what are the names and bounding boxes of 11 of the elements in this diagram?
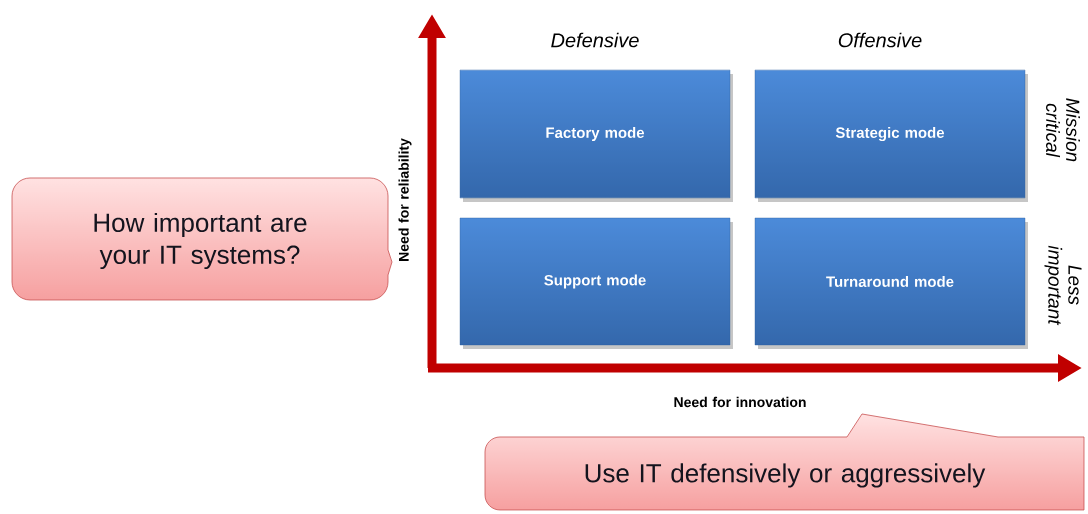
row-heading: Mission critical xyxy=(1046,98,1080,162)
mode-box: Support mode xyxy=(459,217,733,349)
row-heading: Less important xyxy=(1044,245,1082,326)
mode-box: Factory mode xyxy=(459,69,733,202)
mode-box: Strategic mode xyxy=(754,69,1028,202)
speech-bubble: How important are your IT systems? xyxy=(11,177,393,301)
mode-box: Turnaround mode xyxy=(754,217,1028,349)
speech-bubble: Use IT defensively or aggressively xyxy=(484,413,1085,511)
column-heading: Defensive xyxy=(551,32,639,48)
column-heading: Offensive xyxy=(838,32,922,48)
axis-label: Need for reliability xyxy=(398,138,412,261)
